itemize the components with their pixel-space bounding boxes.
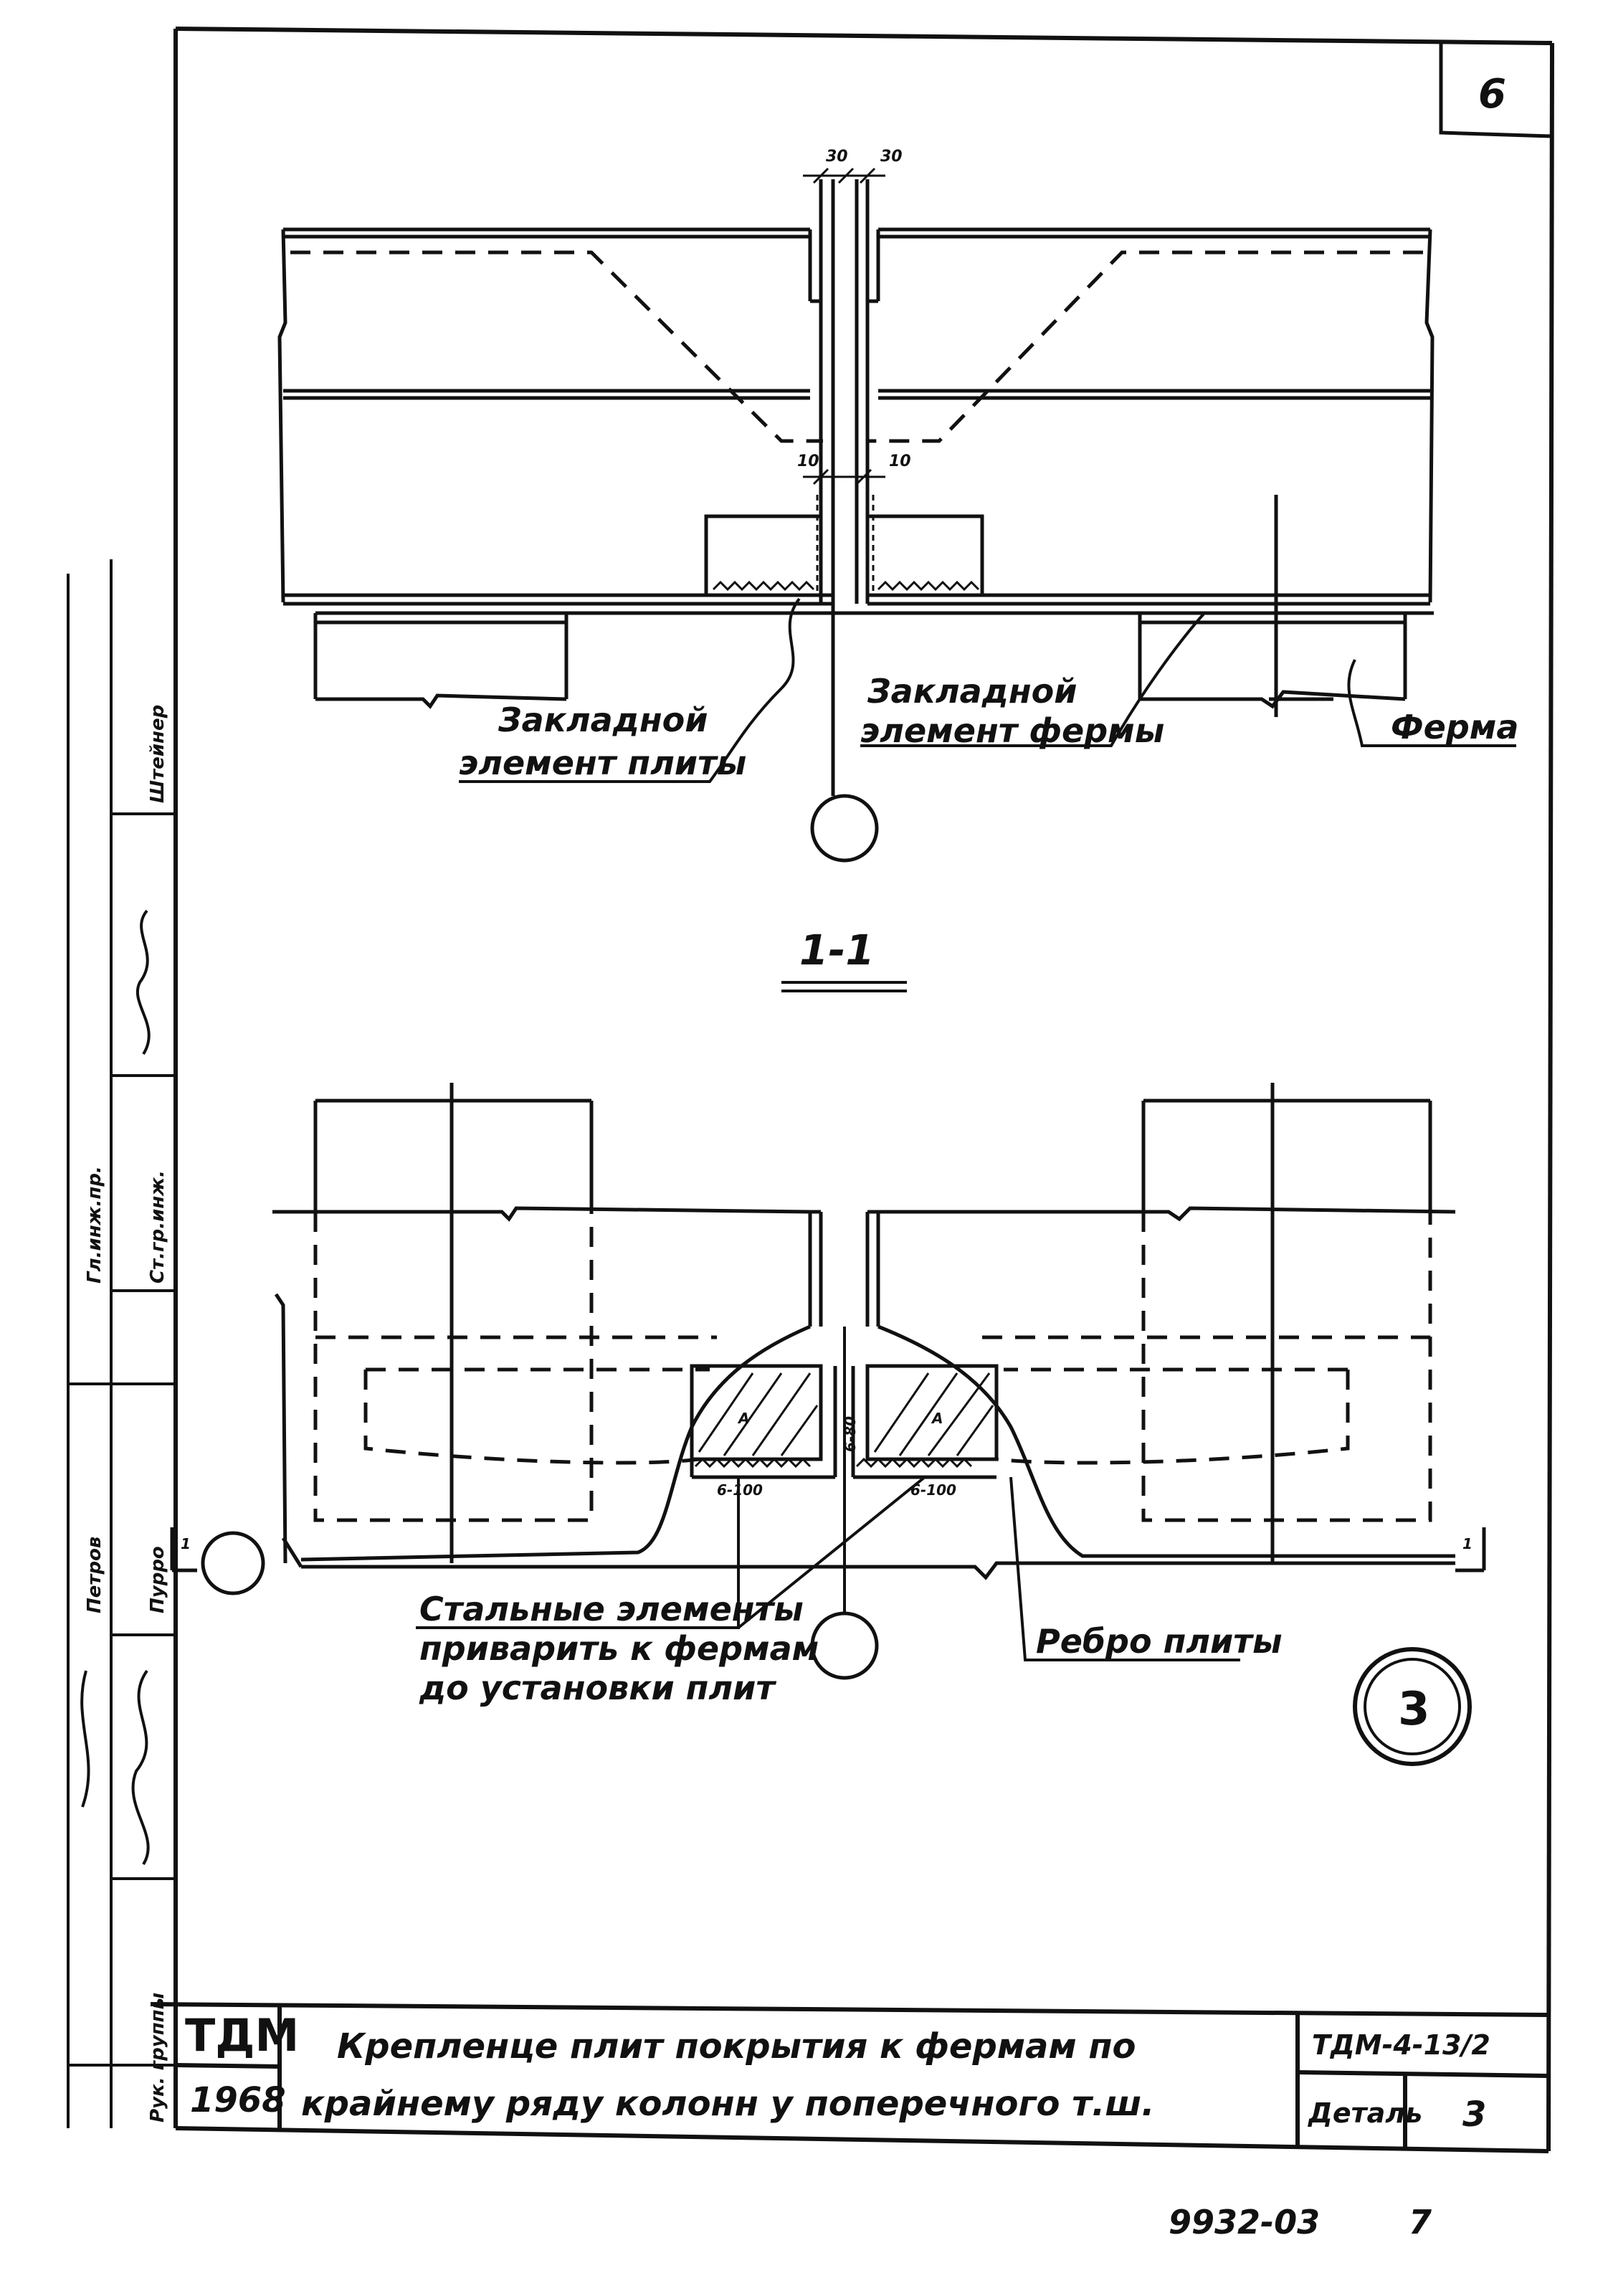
label-rib: Ребро плиты bbox=[1036, 1622, 1283, 1661]
side-stamp bbox=[67, 559, 176, 2128]
upper-weld-marks bbox=[712, 495, 980, 595]
detail-callout: 3 bbox=[1353, 1647, 1472, 1766]
sheet-frame bbox=[173, 27, 1554, 2153]
footer-page: 7 bbox=[1409, 2203, 1432, 2242]
stamp-role-senior-engineer: Ст.гр.инж. bbox=[147, 1170, 168, 1284]
upper-dimension-ticks bbox=[803, 167, 885, 485]
sheet-number-box: 6 bbox=[1439, 43, 1553, 138]
dim-top-left: 30 bbox=[826, 148, 848, 166]
detail-callout-number: 3 bbox=[1398, 1683, 1430, 1736]
steel-hatching bbox=[694, 1372, 994, 1469]
cut-label-right: 1 bbox=[1462, 1535, 1473, 1552]
label-plate-embed-1: Закладной bbox=[498, 701, 708, 739]
lower-leader-lines bbox=[416, 1476, 1240, 1661]
detail-number: 3 bbox=[1462, 2095, 1486, 2135]
side-stamp-text: Рук. группы Штейнер Гл.инж.пр. Ст.гр.инж… bbox=[84, 705, 168, 2122]
mark-right: А bbox=[931, 1410, 943, 1427]
title-block bbox=[150, 2002, 1549, 2148]
brand-logo: ТДМ bbox=[185, 2009, 299, 2062]
stamp-role-group-head: Рук. группы bbox=[147, 1993, 168, 2122]
signature-marks bbox=[80, 909, 151, 1866]
label-truss: Ферма bbox=[1391, 708, 1518, 746]
label-steel-3: до установки плит bbox=[419, 1669, 776, 1707]
callout-circle-upper bbox=[810, 794, 879, 863]
cut-mark-right bbox=[1455, 1527, 1486, 1572]
lower-rebar-dashed bbox=[313, 1212, 1432, 1522]
label-steel-1: Стальные элементы bbox=[419, 1590, 804, 1628]
stamp-name-shteiner: Штейнер bbox=[147, 705, 168, 803]
footer-code: 9932-03 bbox=[1169, 2203, 1320, 2242]
sheet-number: 6 bbox=[1478, 71, 1506, 118]
section-title: 1-1 bbox=[781, 926, 907, 992]
upper-rebar-dashed bbox=[290, 250, 1423, 443]
title-line-1: Крепленце плит покрытия к фермам по bbox=[337, 2026, 1136, 2067]
dim-top-right: 30 bbox=[880, 148, 903, 166]
stamp-name-petrov: Петров bbox=[84, 1537, 105, 1613]
callout-circle-lower bbox=[810, 1611, 879, 1680]
title-year: 1968 bbox=[190, 2080, 286, 2120]
upper-drawing bbox=[277, 179, 1435, 796]
upper-leader-lines bbox=[459, 597, 1516, 783]
label-steel-2: приварить к фермам bbox=[419, 1629, 819, 1668]
weld-left: 6-100 bbox=[717, 1481, 763, 1499]
dim-mid-right: 10 bbox=[889, 452, 911, 470]
cut-mark-left bbox=[170, 1527, 303, 1595]
label-truss-embed-1: Закладной bbox=[867, 672, 1077, 711]
stamp-name-purro: Пурро bbox=[147, 1546, 168, 1613]
section-mark: 1-1 bbox=[799, 926, 875, 974]
doc-code: ТДМ-4-13/2 bbox=[1312, 2029, 1490, 2061]
detail-label: Деталь bbox=[1308, 2097, 1422, 2129]
dim-mid-left: 10 bbox=[797, 452, 819, 470]
cut-label-left: 1 bbox=[181, 1535, 191, 1552]
stamp-role-chief-engineer: Гл.инж.пр. bbox=[84, 1166, 105, 1284]
title-line-2: крайнему ряду колонн у поперечного т.ш. bbox=[301, 2084, 1154, 2124]
label-truss-embed-2: элемент фермы bbox=[860, 711, 1164, 750]
lower-drawing bbox=[272, 1083, 1456, 1580]
mark-left: А bbox=[737, 1410, 749, 1427]
label-plate-embed-2: элемент плиты bbox=[459, 744, 746, 782]
